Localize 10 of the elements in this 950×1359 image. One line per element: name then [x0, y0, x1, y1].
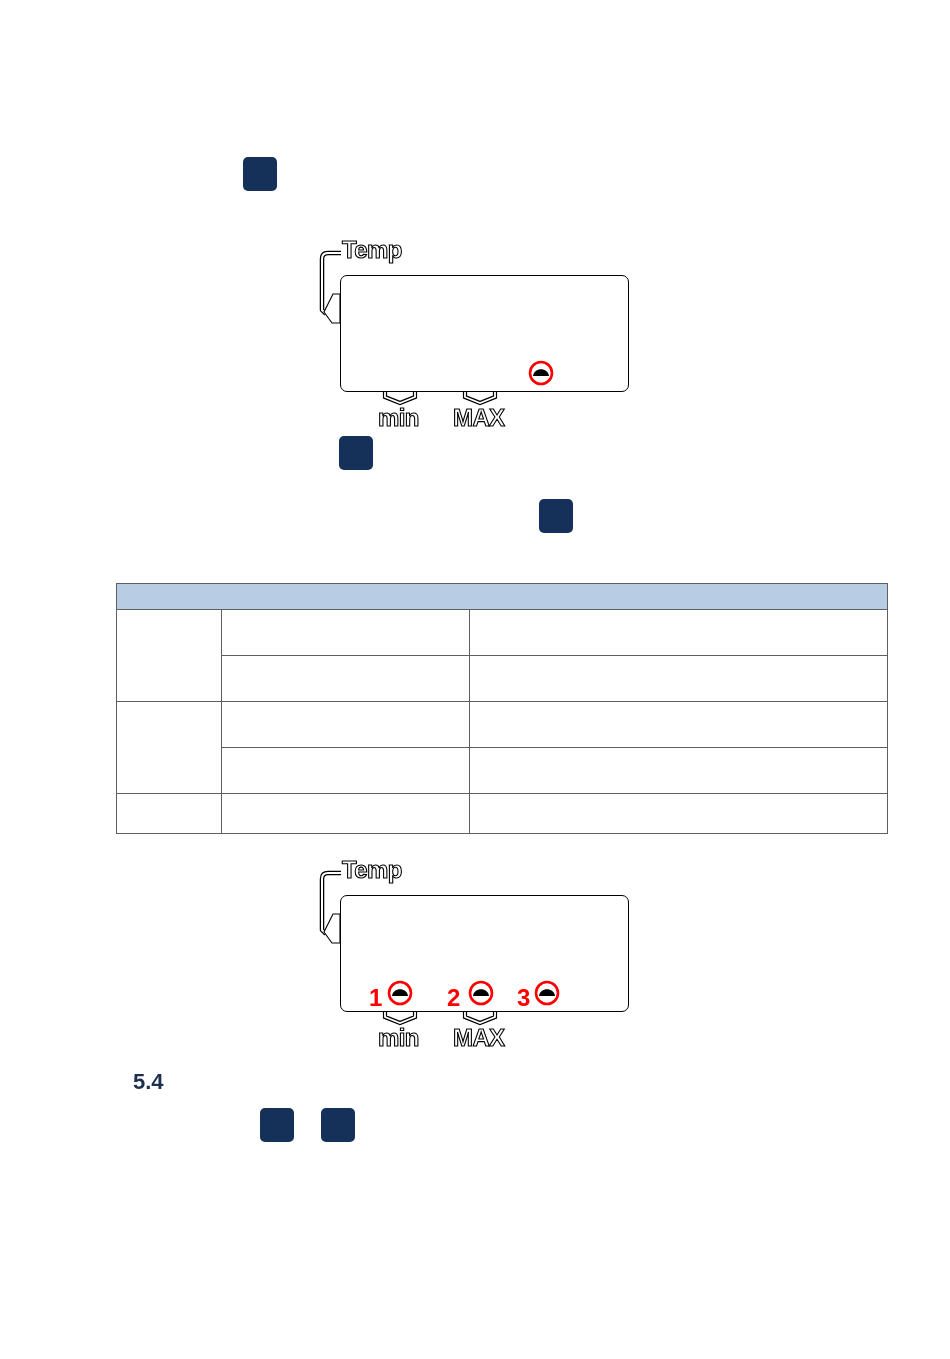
display-label: min — [378, 1026, 419, 1050]
display-label: MAX — [453, 406, 505, 430]
callout-number: 1 — [369, 986, 383, 1010]
display-label: MAX — [453, 1026, 505, 1050]
display-label: min — [378, 406, 419, 430]
display-label: Temp — [342, 238, 402, 262]
callout-number: 2 — [447, 986, 461, 1010]
display-label: Temp — [342, 858, 402, 882]
section-number: 5.4 — [133, 1071, 164, 1093]
callout-number: 3 — [517, 986, 531, 1010]
